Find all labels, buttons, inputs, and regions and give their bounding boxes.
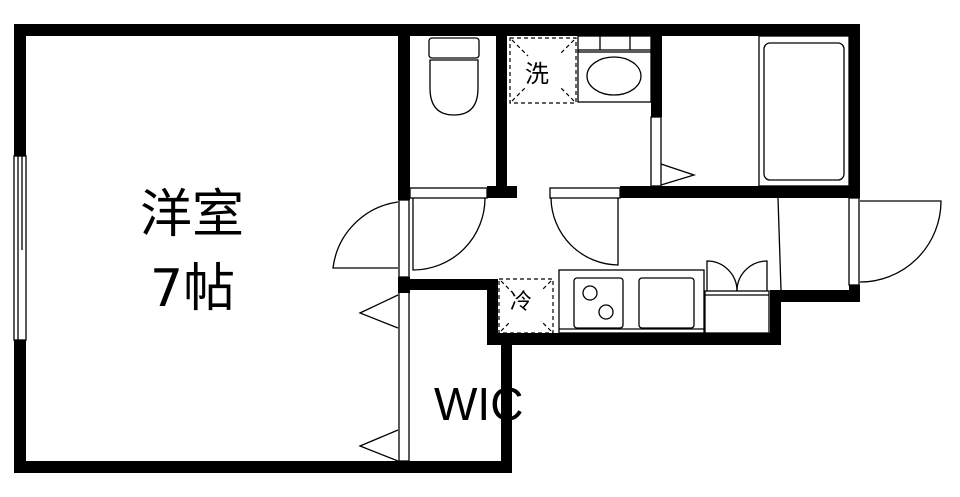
room-label-western: 洋室: [140, 185, 245, 245]
fridge-space-label: 冷: [510, 290, 533, 315]
room-size-western: 7帖: [150, 259, 236, 319]
kitchen-counter: [558, 269, 705, 334]
wash-basin: [577, 35, 652, 103]
bathtub: [758, 35, 850, 187]
walls: [14, 24, 860, 473]
laundry-space: [509, 37, 577, 104]
laundry-space-label: 洗: [525, 60, 549, 88]
window-left: [13, 155, 27, 341]
toilet-fixture: [428, 37, 480, 116]
shoe-cabinet: [704, 260, 770, 334]
wic-sliding-door: [358, 289, 410, 462]
fridge-space: [498, 278, 554, 334]
room-label-wic: WIC: [434, 378, 524, 430]
doors: [332, 187, 942, 291]
bath-sliding-door: [650, 116, 697, 187]
